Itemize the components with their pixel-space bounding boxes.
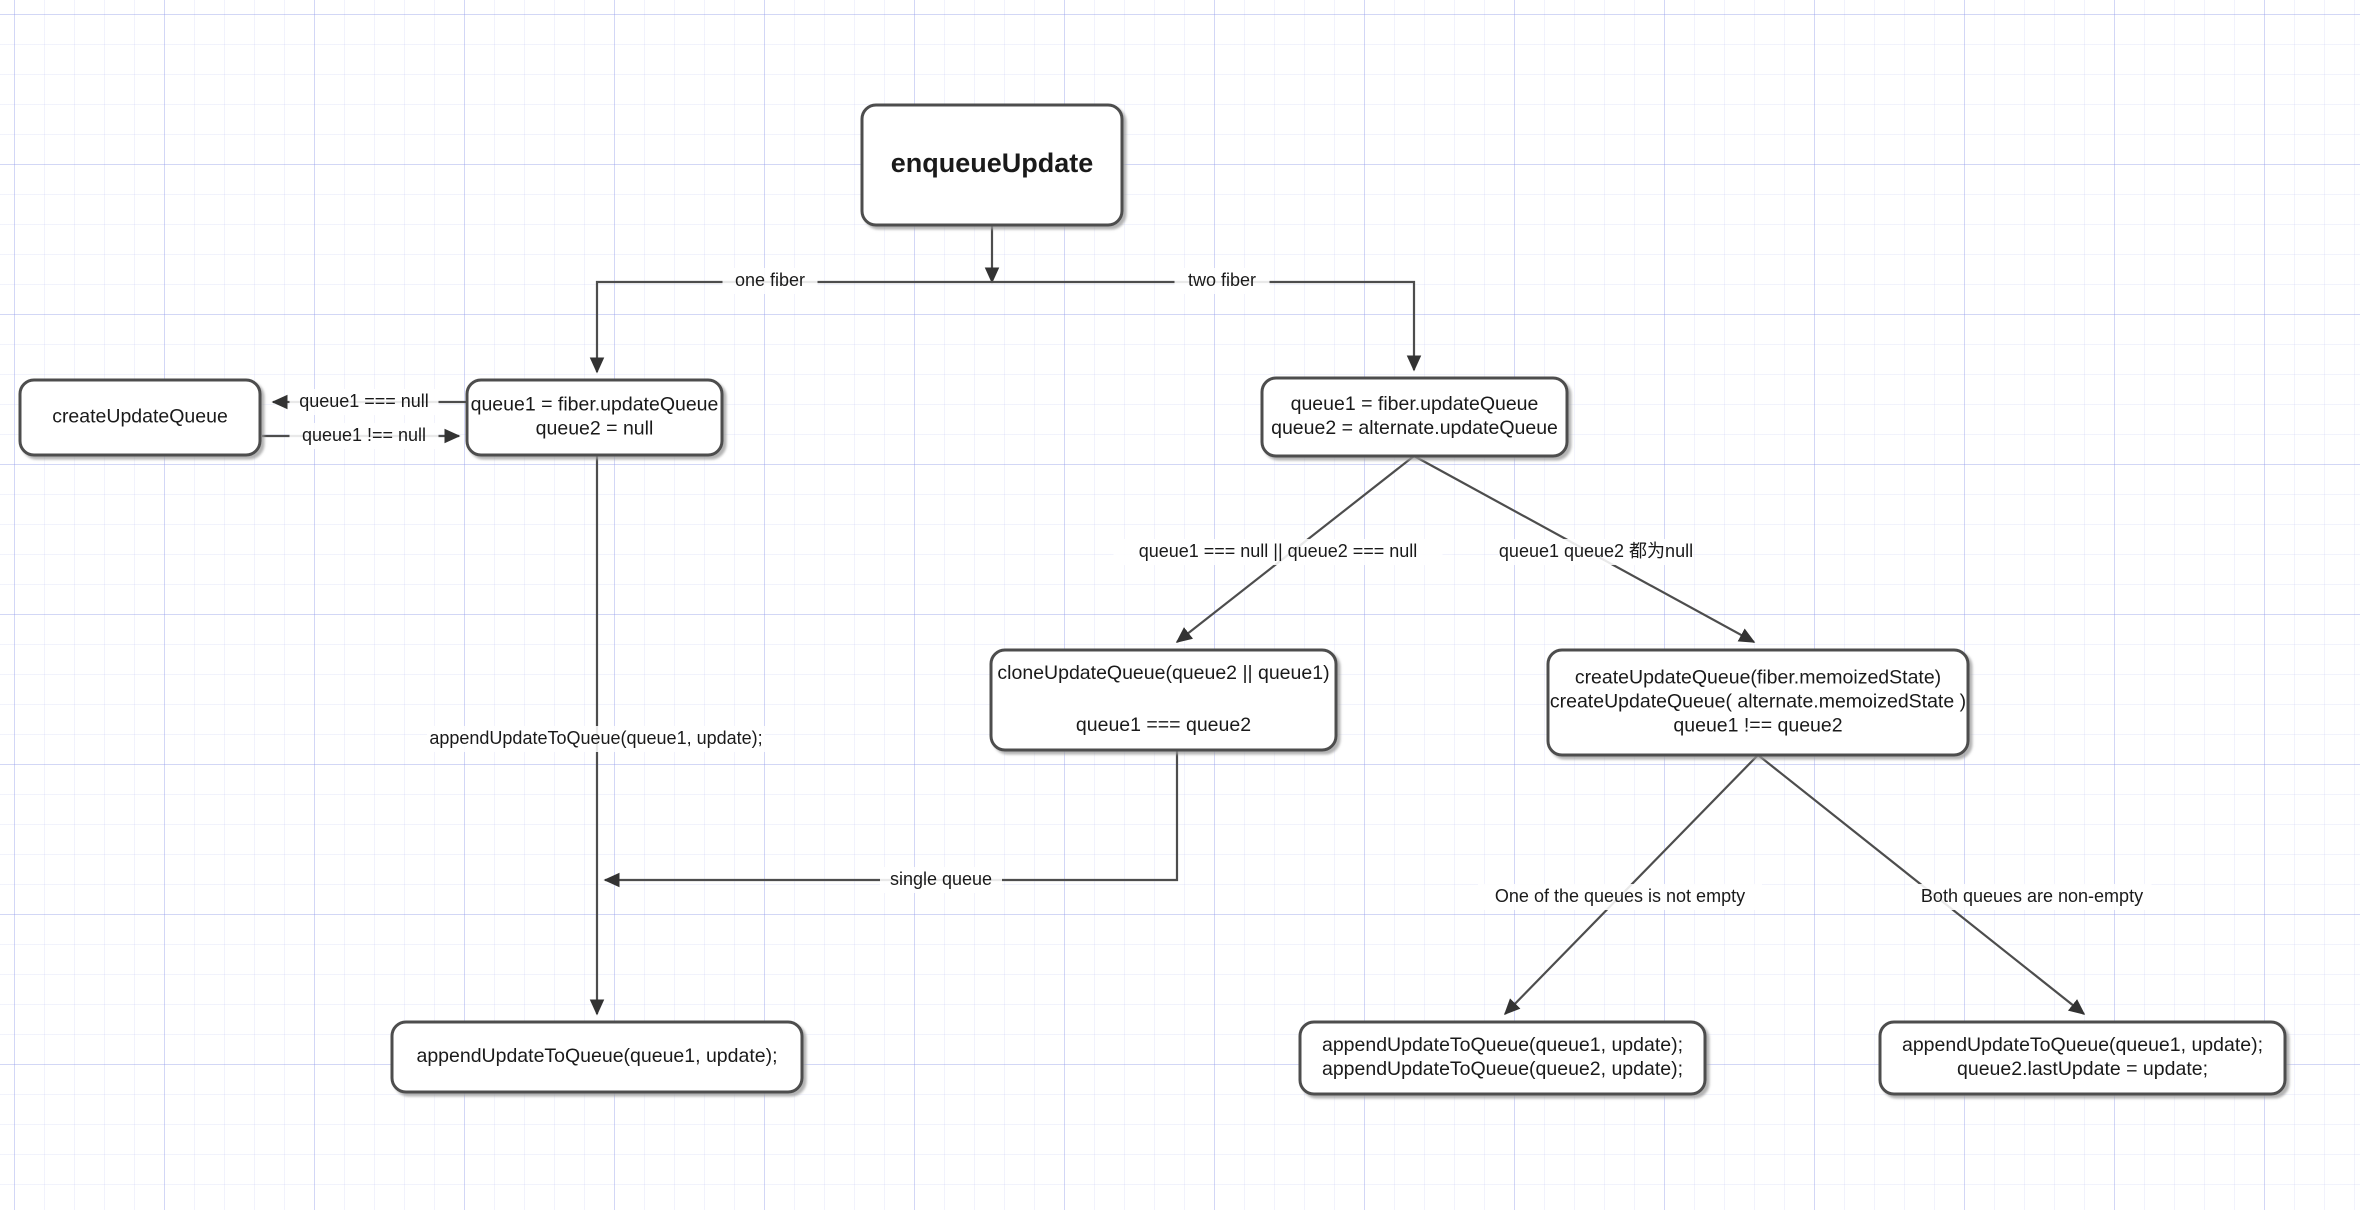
- edge-label-backing: [880, 867, 1002, 893]
- edge-label-backing: [1478, 884, 1762, 910]
- edge-label-text: single queue: [890, 869, 992, 889]
- node-create-update-queue-both[interactable]: createUpdateQueue(fiber.memoizedState)cr…: [1546, 648, 1970, 757]
- node-label: queue2 = alternate.updateQueue: [1271, 417, 1558, 439]
- edge-label-single-queue: single queue: [880, 867, 1002, 893]
- node-label: appendUpdateToQueue(queue1, update);: [416, 1045, 777, 1067]
- node-clone-update-queue[interactable]: cloneUpdateQueue(queue2 || queue1) queue1…: [989, 648, 1338, 752]
- node-label: queue1 = fiber.updateQueue: [1291, 393, 1539, 415]
- edge-label-queue1-eq-null: queue1 === null: [289, 389, 439, 415]
- node-label: createUpdateQueue( alternate.memoizedSta…: [1550, 691, 1966, 713]
- edge-label-both-non-empty: Both queues are non-empty: [1912, 884, 2152, 910]
- edge-label-text: queue1 !== null: [302, 425, 426, 445]
- node-label: queue1 === queue2: [1076, 714, 1251, 736]
- node-label: cloneUpdateQueue(queue2 || queue1): [997, 662, 1329, 684]
- edge-label-queue1-neq-null: queue1 !== null: [289, 423, 439, 449]
- edge-split-to-one-fiber: [589, 280, 992, 374]
- edge-label-append-left-label: appendUpdateToQueue(queue1, update);: [427, 726, 765, 752]
- edge-label-backing: [1113, 539, 1443, 565]
- edge-label-text: queue1 === null: [299, 391, 429, 411]
- node-append-single[interactable]: appendUpdateToQueue(queue1, update);: [390, 1020, 804, 1094]
- node-create-update-queue[interactable]: createUpdateQueue: [18, 378, 262, 457]
- node-box[interactable]: [1878, 1020, 2287, 1096]
- edge-label-both-null: queue1 queue2 都为null: [1499, 539, 1693, 565]
- node-box[interactable]: [989, 648, 1338, 752]
- edge-label-one-not-empty: One of the queues is not empty: [1478, 884, 1762, 910]
- edges-layer: [262, 225, 2086, 1016]
- node-label: enqueueUpdate: [891, 148, 1094, 178]
- node-box[interactable]: [1546, 648, 1970, 757]
- node-label: queue1 !== queue2: [1673, 715, 1842, 737]
- edge-labels-layer: one fiber two fiber queue1 === null queue1 …: [289, 268, 2152, 910]
- edge-label-text: queue1 queue2 都为null: [1499, 541, 1693, 561]
- edge-label-text: Both queues are non-empty: [1921, 886, 2143, 906]
- node-label: queue2 = null: [536, 418, 654, 440]
- edge-label-backing: [289, 423, 439, 449]
- edge-label-text: appendUpdateToQueue(queue1, update);: [429, 728, 762, 748]
- node-label: queue1 = fiber.updateQueue: [471, 394, 719, 416]
- node-box[interactable]: [1260, 376, 1569, 458]
- node-box[interactable]: [18, 378, 262, 457]
- edge-label-backing: [1499, 539, 1693, 565]
- node-box[interactable]: [860, 103, 1124, 227]
- node-label: createUpdateQueue(fiber.memoizedState): [1575, 667, 1941, 689]
- node-box[interactable]: [390, 1020, 804, 1094]
- edge-label-either-null: queue1 === null || queue2 === null: [1113, 539, 1443, 565]
- edge-split-to-two-fiber: [992, 280, 1422, 372]
- node-enqueue-update[interactable]: enqueueUpdate: [860, 103, 1124, 227]
- edge-label-text: queue1 === null || queue2 === null: [1139, 541, 1418, 561]
- edge-label-text: One of the queues is not empty: [1495, 886, 1745, 906]
- node-append-both[interactable]: appendUpdateToQueue(queue1, update);appe…: [1298, 1020, 1707, 1096]
- node-label: createUpdateQueue: [52, 406, 228, 428]
- node-box[interactable]: [1298, 1020, 1707, 1096]
- edge-clone-to-single: [603, 750, 1179, 888]
- edge-label-backing: [289, 389, 439, 415]
- edge-label-backing: [427, 726, 765, 752]
- nodes-layer: enqueueUpdate createUpdateQueue queue1 = f…: [18, 103, 2287, 1096]
- node-label: queue2.lastUpdate = update;: [1957, 1058, 2208, 1080]
- edge-label-two-fiber: two fiber: [1174, 268, 1270, 294]
- node-label: appendUpdateToQueue(queue1, update);: [1322, 1034, 1683, 1056]
- edge-label-backing: [1912, 884, 2152, 910]
- node-append-last-update[interactable]: appendUpdateToQueue(queue1, update);queu…: [1878, 1020, 2287, 1096]
- node-box[interactable]: [465, 378, 724, 457]
- edge-label-text: one fiber: [735, 270, 805, 290]
- edge-label-text: two fiber: [1188, 270, 1256, 290]
- edge-label-backing: [722, 268, 818, 294]
- edge-label-backing: [1174, 268, 1270, 294]
- edge-label-one-fiber: one fiber: [722, 268, 818, 294]
- node-label: appendUpdateToQueue(queue2, update);: [1322, 1058, 1683, 1080]
- node-label: appendUpdateToQueue(queue1, update);: [1902, 1034, 2263, 1056]
